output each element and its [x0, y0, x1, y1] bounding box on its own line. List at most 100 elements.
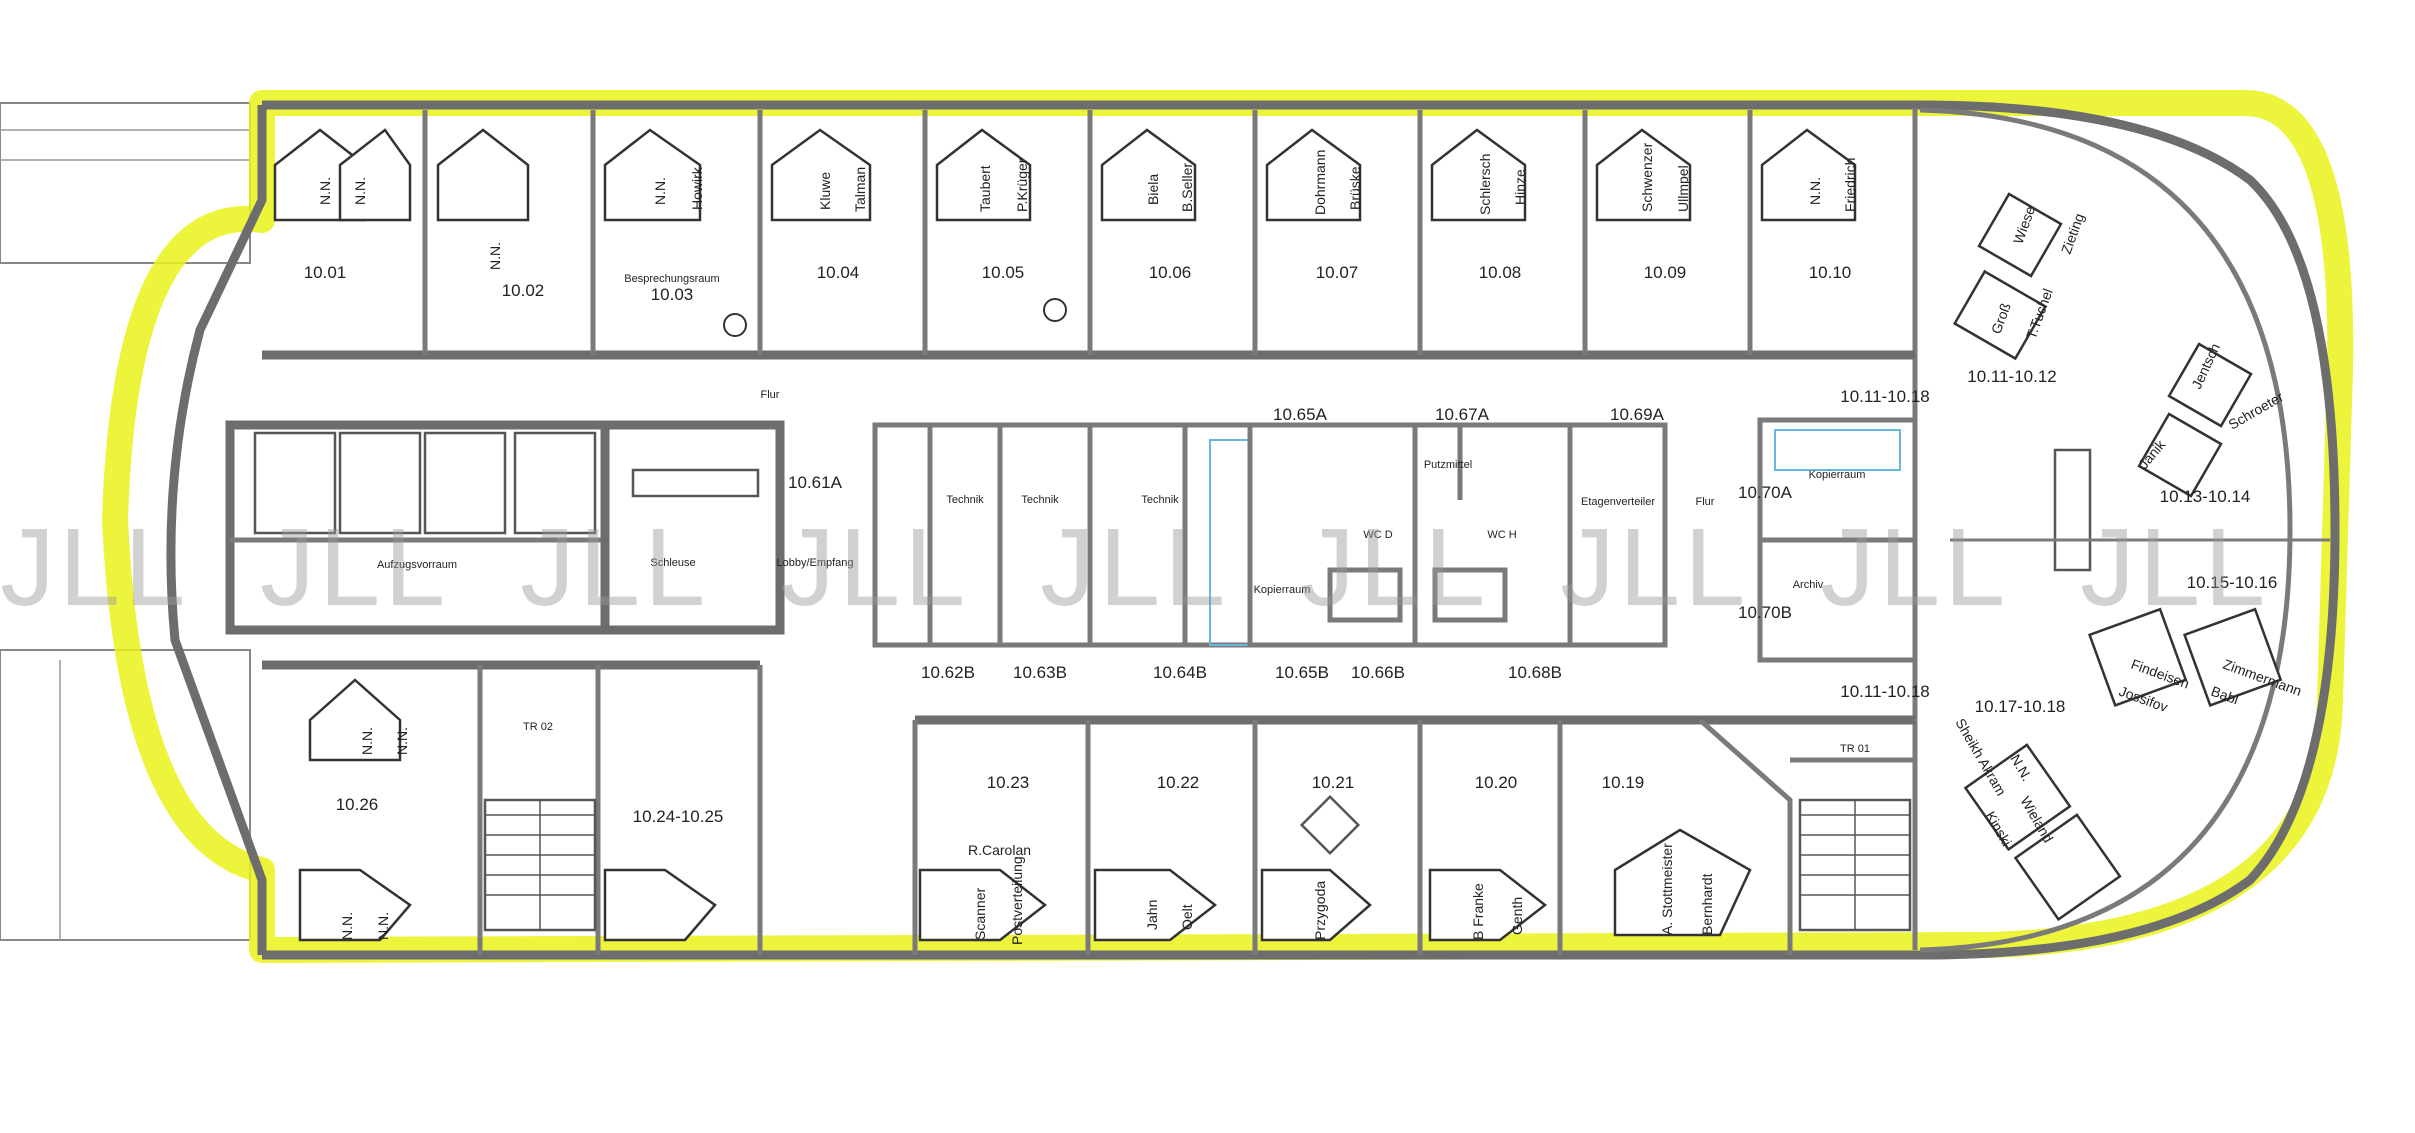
occupant-label: N.N. [317, 177, 333, 205]
technik-2-label: Technik [1021, 494, 1059, 506]
occupant-label: Przygoda [1312, 881, 1328, 940]
occupant-label: Dohrmann [1312, 150, 1328, 215]
stairwell-tr02-label: TR 02 [523, 721, 553, 733]
room-10-03-name: Besprechungsraum [624, 273, 719, 285]
room-10-08-number: 10.08 [1479, 263, 1522, 282]
room-10-65b-label: 10.65B [1275, 663, 1329, 682]
watermark-text: JLL [780, 506, 969, 629]
room-10-11-18-bottom-label: 10.11-10.18 [1840, 682, 1929, 701]
occupant-label: B Franke [1470, 883, 1486, 940]
room-10-17-18-number: 10.17-10.18 [1975, 697, 2066, 716]
adjacent-building [0, 102, 251, 941]
occupant-label: Oelt [1179, 904, 1195, 930]
room-10-05-number: 10.05 [982, 263, 1025, 282]
room-10-02-number: 10.02 [502, 281, 545, 300]
room-10-10-number: 10.10 [1809, 263, 1852, 282]
room-10-69a-label: 10.69A [1610, 405, 1665, 424]
top-room-walls [262, 110, 1915, 360]
room-10-04-number: 10.04 [817, 263, 860, 282]
technik-3-label: Technik [1141, 494, 1179, 506]
room-10-22-number: 10.22 [1157, 773, 1200, 792]
watermark-text: JLL [1040, 506, 1229, 629]
occupant-label: Kluwe [817, 172, 833, 210]
room-10-65a-label: 10.65A [1273, 405, 1328, 424]
room-10-11-12-number: 10.11-10.12 [1967, 367, 2056, 386]
watermark-text: JLL [260, 506, 449, 629]
occupant-label: Biela [1145, 174, 1161, 205]
reception-label: Lobby/Empfang [776, 557, 853, 569]
east-wing-furniture [1950, 192, 2330, 922]
cleaning-room-label: Putzmittel [1424, 459, 1472, 471]
occupant-label: Talman [852, 167, 868, 212]
occupant-label: B.Seller [1179, 163, 1195, 212]
airlock-label: Schleuse [650, 557, 695, 569]
occupant-label: N.N. [487, 242, 503, 270]
occupant-label: Bernhardt [1699, 873, 1715, 935]
watermark-text: JLL [2080, 506, 2269, 629]
watermark-text: JLL [0, 506, 189, 629]
floor-highlight [102, 90, 2354, 963]
bottom-room-furniture [298, 678, 1752, 942]
top-room-occupants: N.N. N.N. N.N. N.N. Howirk Kluwe Talman … [317, 142, 1858, 270]
occupant-label: N.N. [375, 912, 391, 940]
occupant-label: N.N. [652, 177, 668, 205]
wc-women-label: WC D [1363, 529, 1392, 541]
room-10-23-number: 10.23 [987, 773, 1030, 792]
bottom-room-occupants: N.N. N.N. N.N. N.N. R.Carolan Scanner Po… [339, 727, 1715, 945]
room-10-15-16-number: 10.15-10.16 [2187, 573, 2278, 592]
occupant-label: N.N. [359, 727, 375, 755]
occupant-label: Howirk [689, 166, 705, 210]
watermark-text: JLL [520, 506, 709, 629]
room-10-07-number: 10.07 [1316, 263, 1359, 282]
technik-1-label: Technik [946, 494, 984, 506]
occupant-label: R.Carolan [968, 842, 1031, 858]
watermark-text: JLL [1560, 506, 1749, 629]
room-10-70a-label: 10.70A [1738, 483, 1793, 502]
stairwells [483, 798, 1912, 932]
room-10-01-number: 10.01 [304, 263, 347, 282]
occupant-label: Hinze [1512, 169, 1528, 205]
occupant-label: Taubert [977, 165, 993, 212]
room-10-63b-label: 10.63B [1013, 663, 1067, 682]
occupant-label: Brüske [1347, 166, 1363, 210]
room-10-09-number: 10.09 [1644, 263, 1687, 282]
corridor-top-label: Flur [761, 389, 780, 401]
room-10-06-number: 10.06 [1149, 263, 1192, 282]
occupant-label: Friedrich [1842, 158, 1858, 212]
room-10-64b-label: 10.64B [1153, 663, 1207, 682]
occupant-label: N.N. [1807, 177, 1823, 205]
room-10-13-14-number: 10.13-10.14 [2160, 487, 2251, 506]
corridor-right-label: Flur [1696, 496, 1715, 508]
watermark: JLL JLL JLL JLL JLL JLL JLL JLL JLL [0, 506, 2269, 629]
occupant-label: N.N. [339, 912, 355, 940]
stairwell-tr01-label: TR 01 [1840, 743, 1870, 755]
occupant-label: A. Stottmeister [1659, 843, 1675, 935]
floor-distributor-label: Etagenverteiler [1581, 496, 1655, 508]
top-room-labels: 10.01 10.02 10.03 Besprechungsraum 10.04… [304, 263, 1852, 304]
occupant-label: Schlersch [1477, 154, 1493, 215]
elevator-lobby-label: Aufzugsvorraum [377, 559, 457, 571]
room-10-03-number: 10.03 [651, 285, 694, 304]
watermark-text: JLL [1300, 506, 1489, 629]
top-room-furniture [273, 128, 1857, 337]
archive-label: Archiv [1793, 579, 1824, 591]
room-10-66b-label: 10.66B [1351, 663, 1405, 682]
room-10-62b-label: 10.62B [921, 663, 975, 682]
room-10-26-number: 10.26 [336, 795, 379, 814]
room-10-24-25-number: 10.24-10.25 [633, 807, 724, 826]
room-10-61a-label: 10.61A [788, 473, 843, 492]
central-core [225, 417, 1918, 663]
copy-room-1-label: Kopierraum [1254, 584, 1311, 596]
occupant-label: Ullmpel [1675, 165, 1691, 212]
copy-room-2-label: Kopierraum [1809, 469, 1866, 481]
occupant-label: Scanner [972, 888, 988, 940]
core-labels: Flur Flur Aufzugsvorraum Schleuse Lobby/… [377, 387, 1930, 701]
bottom-room-labels: 10.26 TR 02 10.24-10.25 10.23 10.22 10.2… [336, 721, 1870, 826]
watermark-text: JLL [1820, 506, 2009, 629]
occupant-label: N.N. [352, 177, 368, 205]
room-10-19-number: 10.19 [1602, 773, 1645, 792]
bottom-room-walls [262, 660, 1915, 955]
room-10-21-number: 10.21 [1312, 773, 1355, 792]
room-10-20-number: 10.20 [1475, 773, 1518, 792]
